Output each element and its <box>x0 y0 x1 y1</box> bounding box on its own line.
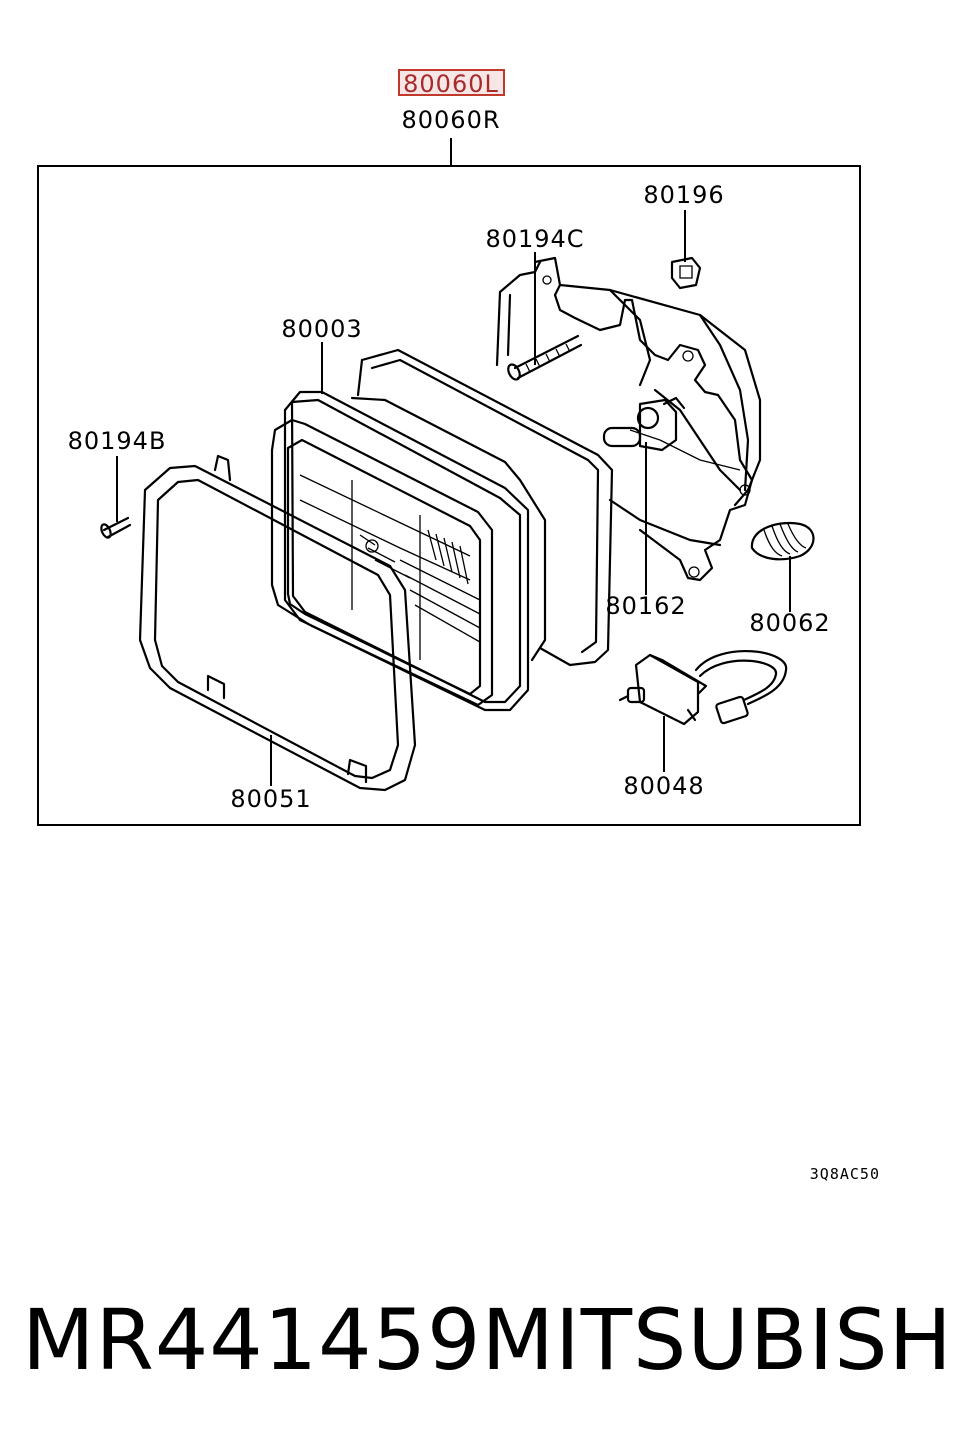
small-screw-part <box>100 516 132 539</box>
part-number-80162[interactable]: 80162 <box>605 592 686 620</box>
footer-part-number: MR441459 <box>22 1291 482 1389</box>
part-number-80051[interactable]: 80051 <box>230 785 311 813</box>
part-number-80196[interactable]: 80196 <box>643 181 724 209</box>
lamp-unit-part <box>270 390 547 712</box>
assembly-frame <box>37 165 861 826</box>
part-number-80062[interactable]: 80062 <box>749 609 830 637</box>
part-number-80194B[interactable]: 80194B <box>68 427 167 455</box>
highlight-box <box>398 69 505 96</box>
diagram-code: 3Q8AC50 <box>810 1165 880 1183</box>
part-number-80048[interactable]: 80048 <box>623 772 704 800</box>
bracket-bolt-part <box>670 256 702 290</box>
part-number-80003[interactable]: 80003 <box>281 315 362 343</box>
socket-part <box>618 650 788 726</box>
assembly-number-left[interactable]: 80060L <box>403 70 499 98</box>
footer-caption: MR441459 MITSUBISHI <box>0 1290 960 1390</box>
bulb-part <box>602 396 686 452</box>
footer-brand: MITSUBISHI <box>481 1291 960 1389</box>
long-screw-part <box>507 334 583 381</box>
spring-part <box>750 522 815 561</box>
assembly-number-right[interactable]: 80060R <box>401 106 500 134</box>
part-number-80194C[interactable]: 80194C <box>485 225 584 253</box>
housing-shell <box>356 256 762 667</box>
rim-part <box>138 454 417 792</box>
